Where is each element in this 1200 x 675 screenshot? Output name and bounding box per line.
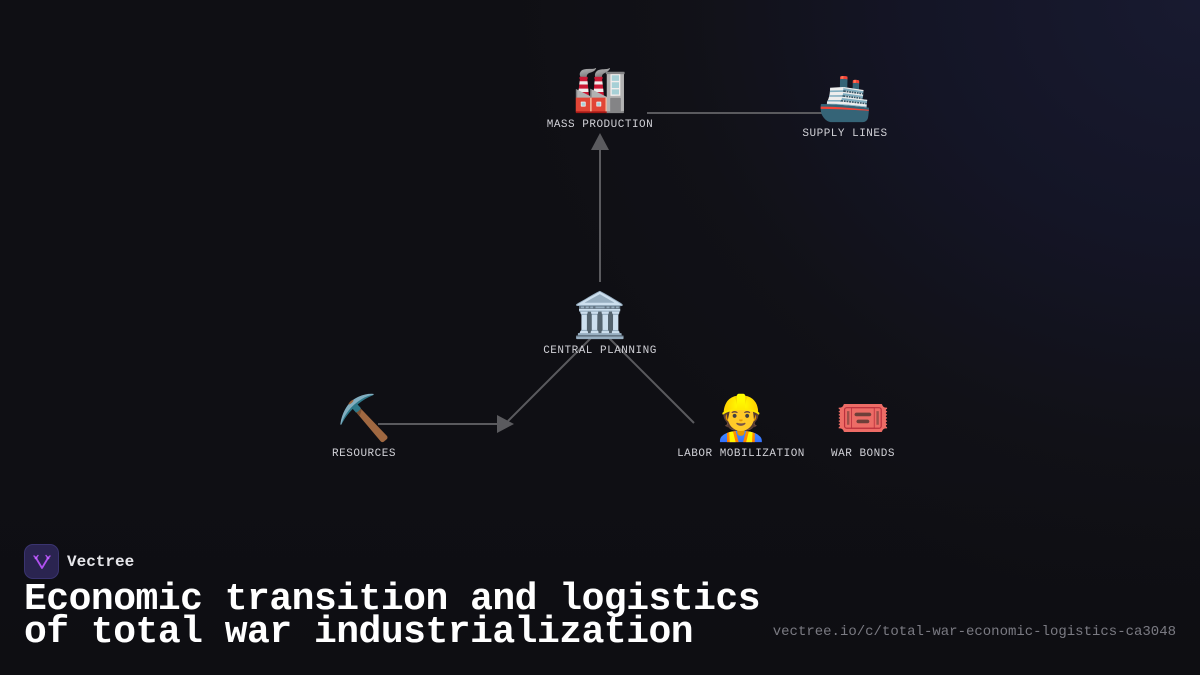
factory-icon: 🏭 <box>572 64 628 115</box>
node-label: LABOR MOBILIZATION <box>677 448 805 460</box>
node-labor-mobilization[interactable]: 👷 LABOR MOBILIZATION <box>677 393 805 461</box>
source-url[interactable]: vectree.io/c/total-war-economic-logistic… <box>772 624 1176 640</box>
node-label: CENTRAL PLANNING <box>543 345 657 357</box>
node-mass-production[interactable]: 🏭 MASS PRODUCTION <box>546 64 654 132</box>
title-line-2: of total war industrialization <box>24 611 694 654</box>
node-label: SUPPLY LINES <box>802 128 888 140</box>
edge-central-planning-to-labor-mobilization <box>608 337 695 424</box>
node-label: WAR BONDS <box>831 448 895 460</box>
node-supply-lines[interactable]: 🚢 SUPPLY LINES <box>802 73 888 141</box>
title-line-1: Economic transition and logistics <box>24 578 761 621</box>
pick-icon: ⛏️ <box>336 393 392 444</box>
edge-junction-to-central-planning <box>507 337 592 422</box>
page-title: Economic transition and logistics of tot… <box>24 581 761 652</box>
brand[interactable]: Vectree <box>24 544 134 579</box>
node-label: RESOURCES <box>332 448 396 460</box>
node-central-planning[interactable]: 🏛️ CENTRAL PLANNING <box>543 290 657 358</box>
classical-building-icon: 🏛️ <box>572 290 628 341</box>
arrowhead-icon <box>591 133 609 150</box>
ship-icon: 🚢 <box>817 73 873 124</box>
arrowhead-icon <box>497 415 514 433</box>
node-label: MASS PRODUCTION <box>546 119 654 131</box>
vectree-logo-icon <box>24 544 59 579</box>
node-war-bonds[interactable]: 🎟️ WAR BONDS <box>831 393 895 461</box>
brand-name: Vectree <box>67 552 135 571</box>
node-resources[interactable]: ⛏️ RESOURCES <box>332 393 396 461</box>
construction-worker-icon: 👷 <box>713 393 769 444</box>
ticket-icon: 🎟️ <box>835 393 891 444</box>
